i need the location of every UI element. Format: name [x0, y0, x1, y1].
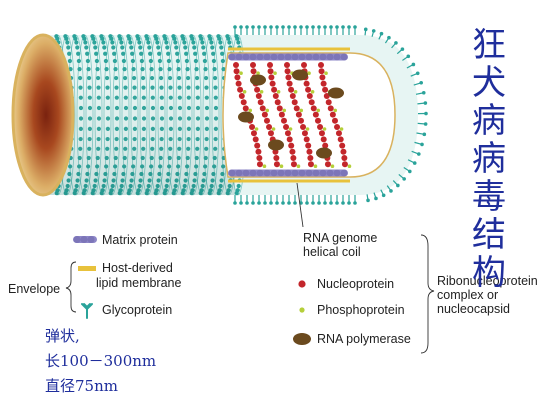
rnp-bracket: [420, 234, 435, 354]
virus-particle: [11, 25, 428, 205]
title-char-3: 病: [472, 101, 506, 141]
matrix-protein-label: Matrix protein: [102, 233, 178, 247]
envelope-bracket: [65, 261, 77, 313]
legend-right: RNA genome helical coil Nucleoprotein Ph…: [293, 231, 538, 346]
cutaway-core: [222, 47, 396, 183]
lipid-membrane-swatch: [78, 266, 96, 271]
virus-end-cap: [11, 33, 75, 197]
title-char-6: 结: [472, 215, 506, 255]
note-diameter: 直径75nm: [45, 377, 118, 395]
rnp-label-3: nucleocapsid: [437, 302, 510, 316]
rna-genome-label-2: helical coil: [303, 245, 361, 259]
rna-polymerase-label: RNA polymerase: [317, 332, 411, 346]
matrix-protein-swatch: [73, 236, 97, 243]
phosphoprotein-dot: [299, 307, 305, 313]
nucleoprotein-dot: [298, 280, 306, 288]
envelope-label: Envelope: [8, 282, 60, 296]
rna-polymerase-swatch: [293, 333, 311, 345]
title-char-7: 构: [472, 253, 506, 293]
title-char-4: 病: [472, 139, 506, 179]
title-char-1: 狂: [472, 25, 506, 65]
rna-genome-label-1: RNA genome: [303, 231, 377, 245]
vertical-title: 狂 犬 病 病 毒 结 构: [472, 25, 506, 293]
lipid-membrane-label-1: Host-derived: [102, 261, 173, 275]
lipid-membrane-label-2: lipid membrane: [96, 276, 182, 290]
legend-left: Matrix protein Host-derived lipid membra…: [8, 233, 182, 319]
nucleoprotein-label: Nucleoprotein: [317, 277, 394, 291]
rnp-label-1: Ribonucleoprotein: [437, 274, 538, 288]
size-notes: 弹状, 长100－300nm 直径75nm: [45, 327, 156, 395]
glycoprotein-label: Glycoprotein: [102, 303, 172, 317]
title-char-2: 犬: [472, 63, 506, 103]
note-length: 长100－300nm: [45, 352, 156, 370]
note-shape: 弹状,: [45, 327, 80, 345]
glycoprotein-icon: [81, 303, 93, 319]
phosphoprotein-label: Phosphoprotein: [317, 303, 405, 317]
title-char-5: 毒: [472, 177, 506, 217]
callout-lines: [65, 182, 435, 354]
rna-genome-pointer: [296, 182, 304, 228]
rnp-label-2: complex or: [437, 288, 498, 302]
